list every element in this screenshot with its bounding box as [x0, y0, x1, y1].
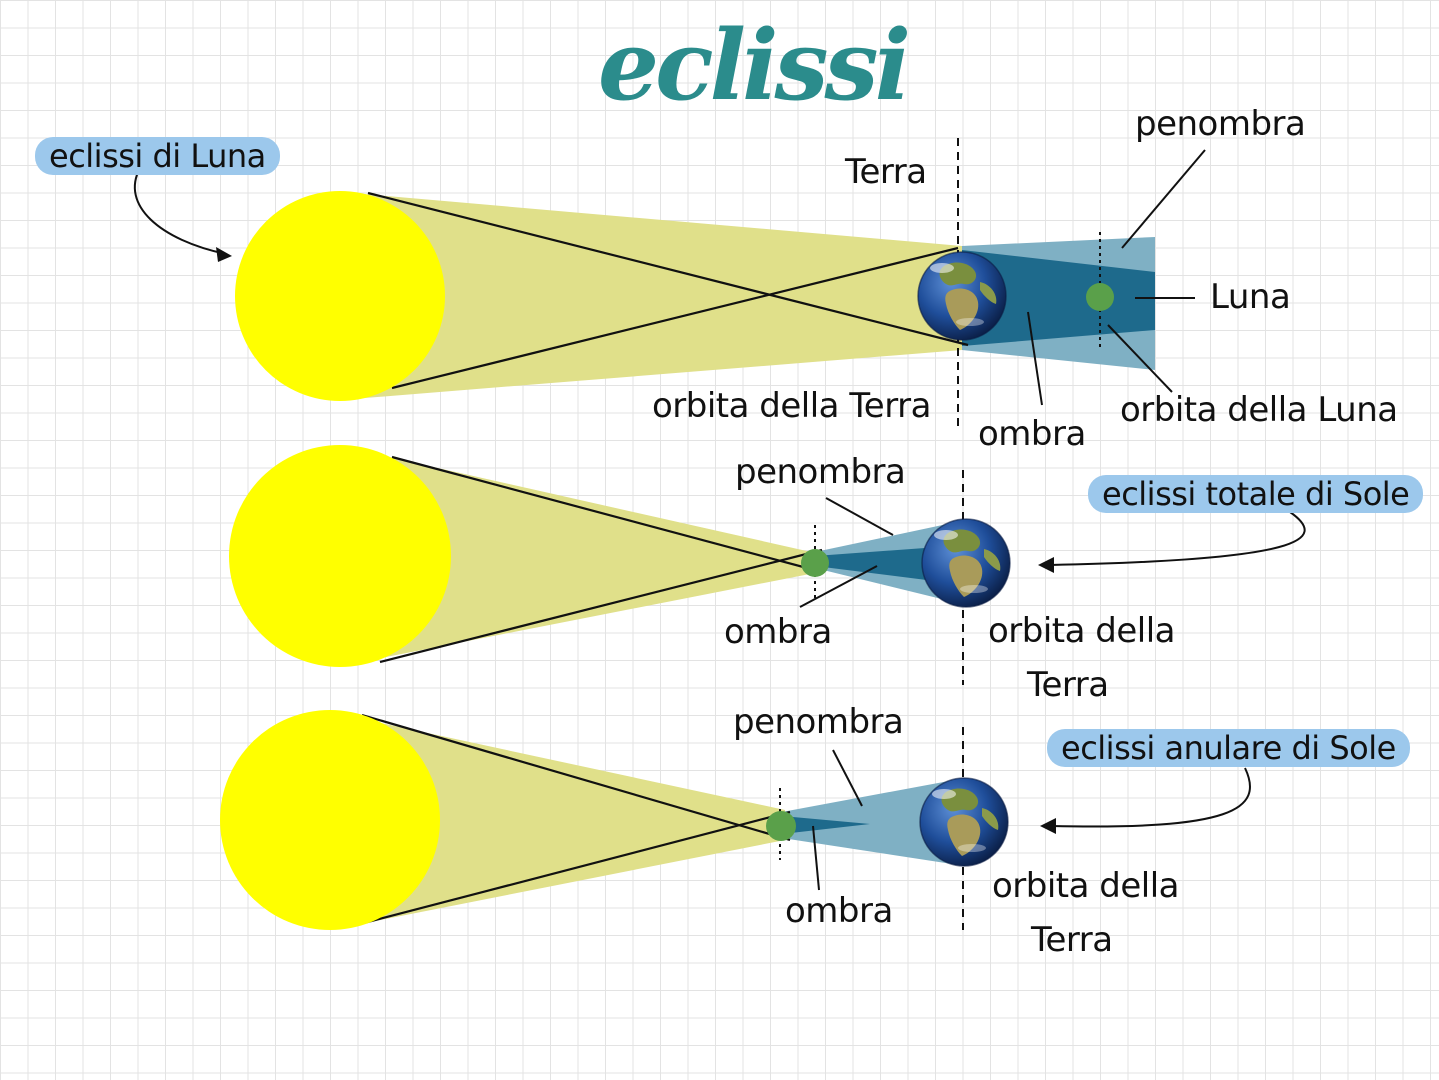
- sunlight-cone: [330, 712, 785, 930]
- earth-orbit-label: orbita della Terra: [652, 386, 931, 426]
- moon-orbit-label: orbita della Luna: [1120, 390, 1398, 430]
- lunar-eclipse-label: eclissi di Luna: [35, 137, 280, 175]
- moon: [801, 549, 829, 577]
- umbra-region: [962, 250, 1155, 346]
- total-solar-eclipse-label: eclissi totale di Sole: [1088, 475, 1424, 513]
- earth-globe: [919, 777, 1009, 867]
- earth-globe: [921, 518, 1011, 608]
- annular-solar-eclipse-label: eclissi anulare di Sole: [1047, 729, 1410, 767]
- annular-eclipse-panel: [220, 710, 1251, 930]
- umbra-label: ombra: [978, 414, 1086, 454]
- sun: [235, 191, 445, 401]
- penumbra-label: penombra: [733, 702, 904, 742]
- earth-orbit-label-line1: orbita della: [988, 611, 1176, 651]
- earth-orbit-label-line2: Terra: [1027, 665, 1109, 705]
- lunar-eclipse-panel: [133, 138, 1206, 428]
- moon: [766, 811, 796, 841]
- penumbra-region: [782, 778, 965, 866]
- sunlight-cone: [340, 446, 820, 666]
- umbra-region: [782, 816, 870, 834]
- earth-globe: [917, 251, 1007, 341]
- earth-label: Terra: [845, 152, 927, 192]
- sun: [229, 445, 451, 667]
- penumbra-label: penombra: [735, 452, 906, 492]
- umbra-label: ombra: [785, 891, 893, 931]
- umbra-label: ombra: [724, 612, 832, 652]
- page-title: eclissi: [598, 9, 911, 122]
- penumbra-label: penombra: [1135, 104, 1306, 144]
- total-eclipse-panel: [229, 445, 1306, 685]
- earth-orbit-label-line1: orbita della: [992, 866, 1180, 906]
- sunlight-cone: [340, 192, 962, 400]
- moon-label: Luna: [1210, 277, 1291, 317]
- sun: [220, 710, 440, 930]
- moon: [1086, 283, 1114, 311]
- earth-orbit-label-line2: Terra: [1031, 920, 1113, 960]
